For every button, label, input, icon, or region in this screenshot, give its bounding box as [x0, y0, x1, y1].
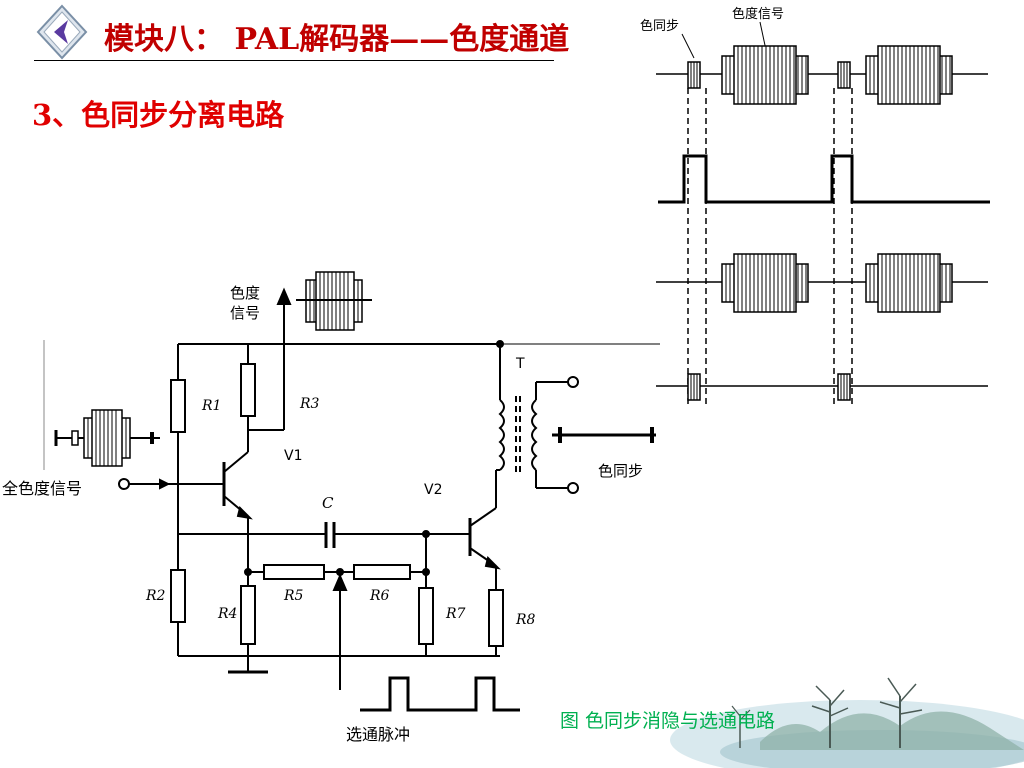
v2-label: V2 — [424, 482, 442, 498]
r1-label: R1 — [201, 398, 221, 414]
resistor-r4 — [240, 585, 256, 645]
diamond-logo-icon — [36, 4, 88, 60]
output-terminal-bottom — [567, 482, 579, 494]
figure-caption: 图 色同步消隐与选通电路 — [560, 710, 776, 732]
resistor-r7 — [418, 587, 434, 645]
chroma-callout-label: 色度信号 — [732, 6, 784, 22]
resistor-r8 — [488, 589, 504, 647]
r8-label: R8 — [515, 612, 536, 628]
input-signal-icon — [54, 409, 160, 467]
r4-label: R4 — [217, 606, 237, 622]
burst-callout-label: 色同步 — [640, 18, 679, 34]
r6-label: R6 — [369, 588, 390, 604]
title-divider — [34, 60, 554, 61]
circuit-diagram — [43, 287, 660, 712]
input-terminal — [118, 478, 130, 490]
section-heading: 3、色同步分离电路 — [32, 98, 285, 132]
r7-label: R7 — [445, 606, 466, 622]
resistor-r2 — [170, 569, 186, 623]
slide-title: 模块八： PAL解码器——色度通道 — [104, 22, 570, 57]
chroma-packet-row3-b — [865, 253, 953, 313]
chroma-packet-icon — [296, 271, 372, 331]
full-chroma-signal-label: 全色度信号 — [2, 479, 82, 498]
r3-label: R3 — [299, 396, 320, 412]
chroma-signal-label-line1: 色度 — [230, 284, 260, 302]
transformer-secondary — [531, 399, 538, 471]
r5-label: R5 — [283, 588, 304, 604]
chroma-signal-label-line2: 信号 — [230, 304, 260, 322]
resistor-r1 — [170, 379, 186, 433]
chroma-packet-row1-b — [865, 45, 953, 105]
gate-pulse-label: 选通脉冲 — [346, 725, 410, 744]
transformer-label: T — [515, 356, 525, 372]
resistor-r5 — [263, 564, 325, 580]
chroma-packet-row1-a — [721, 45, 809, 105]
transformer-primary — [498, 399, 505, 471]
output-terminal-top — [567, 376, 579, 388]
r2-label: R2 — [145, 588, 166, 604]
capacitor-label: C — [322, 494, 334, 512]
color-burst-output-label: 色同步 — [598, 462, 643, 480]
gate-pulse-waveform — [360, 676, 520, 712]
gate-timing-pulse — [658, 154, 990, 204]
landscape-decoration-icon — [670, 677, 1024, 768]
resistor-r3 — [240, 363, 256, 417]
resistor-r6 — [353, 564, 411, 580]
chroma-packet-row3-a — [721, 253, 809, 313]
v1-label: V1 — [284, 448, 302, 464]
